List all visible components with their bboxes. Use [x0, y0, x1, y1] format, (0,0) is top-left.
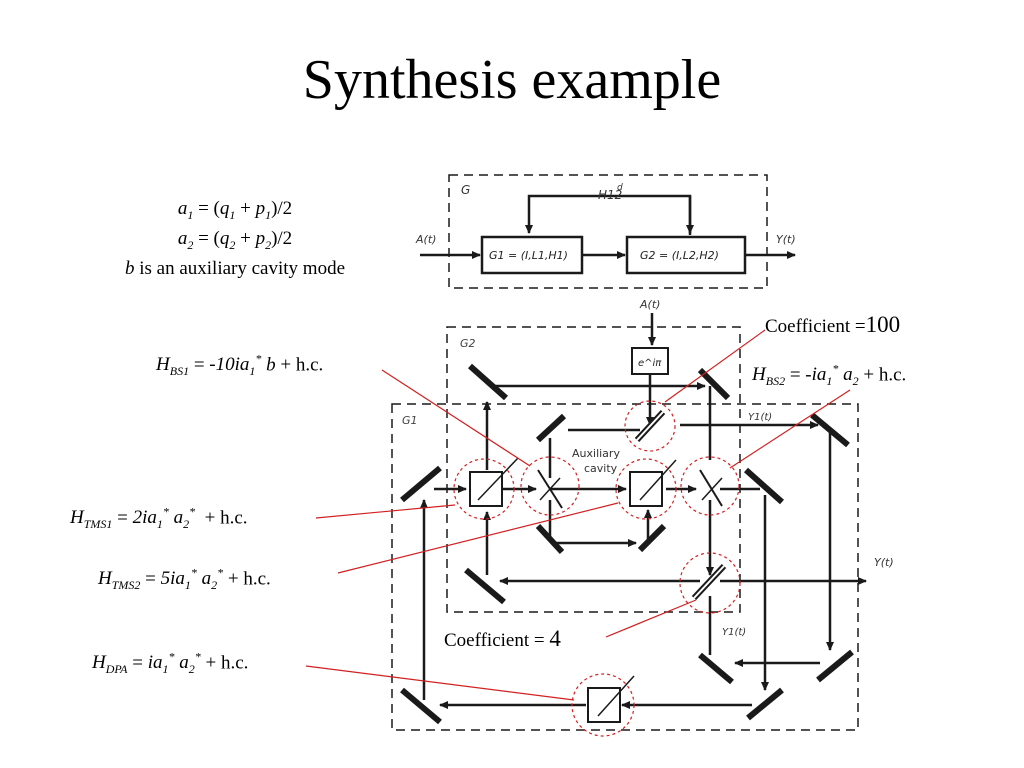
tms2-box	[629, 471, 663, 507]
block-diagram	[420, 174, 796, 289]
highlight-bs1	[520, 456, 580, 516]
block-diagram-frame	[448, 174, 768, 289]
annotation-coefficient-4: Coefficient = 4	[444, 626, 561, 651]
highlight-tms1	[453, 458, 515, 520]
phase-label: e^iπ	[638, 358, 662, 369]
aux-cavity-label-2: cavity	[584, 462, 618, 475]
block-g1-label: G1 = (I,L1,H1)	[489, 249, 568, 262]
y1-top-label: Y1(t)	[748, 412, 772, 423]
leader-hdpa	[305, 665, 575, 701]
block-output-label: Y(t)	[776, 233, 796, 246]
annotation-hdpa: HDPA = ia1* a2* + h.c.	[92, 650, 249, 677]
leader-coef100	[664, 329, 766, 403]
definition-a1: a1 = (q1 + p1)/2	[177, 198, 293, 222]
aux-cavity-label-1: Auxiliary	[572, 447, 620, 460]
leader-htms2	[337, 502, 619, 574]
slide-title: Synthesis example	[302, 49, 722, 111]
g1-label: G1	[402, 414, 418, 427]
annotation-htms2: HTMS2 = 5ia1* a2* + h.c.	[98, 566, 271, 593]
annotation-coefficient-100: Coefficient =100	[765, 312, 901, 337]
highlight-bs-top	[624, 400, 676, 452]
highlight-tms2	[615, 458, 677, 520]
g2-frame	[446, 326, 741, 613]
circuit-output-label: Y(t)	[874, 556, 894, 569]
optical-circuit	[391, 313, 867, 731]
tms1-box	[469, 471, 503, 507]
block-input-label: A(t)	[415, 233, 436, 246]
highlight-dpa	[571, 673, 635, 737]
input-top-label: A(t)	[639, 298, 660, 311]
y1-bottom-label: Y1(t)	[722, 627, 746, 638]
block-frame-label: G	[461, 183, 470, 197]
interaction-superscript: d	[617, 183, 623, 193]
leader-htms1	[315, 504, 456, 519]
highlight-bs2	[680, 456, 740, 516]
dpa-box	[587, 687, 621, 723]
annotation-hbs1: HBS1 = -10ia1* b + h.c.	[156, 352, 324, 379]
g1-frame	[391, 403, 859, 731]
interaction-label: H12	[598, 188, 622, 202]
leader-coef4	[605, 599, 697, 638]
highlight-bs-bottom	[679, 552, 741, 614]
block-g2-label: G2 = (I,L2,H2)	[640, 249, 719, 262]
g2-label: G2	[460, 337, 476, 350]
definition-a2: a2 = (q2 + p2)/2	[177, 228, 293, 252]
annotation-htms1: HTMS1 = 2ia1* a2* + h.c.	[70, 505, 248, 532]
definition-b: b is an auxiliary cavity mode	[124, 258, 346, 279]
leader-hbs2	[729, 389, 851, 469]
annotation-hbs2: HBS2 = -ia1* a2 + h.c.	[752, 362, 907, 389]
leader-hbs1	[381, 369, 531, 467]
